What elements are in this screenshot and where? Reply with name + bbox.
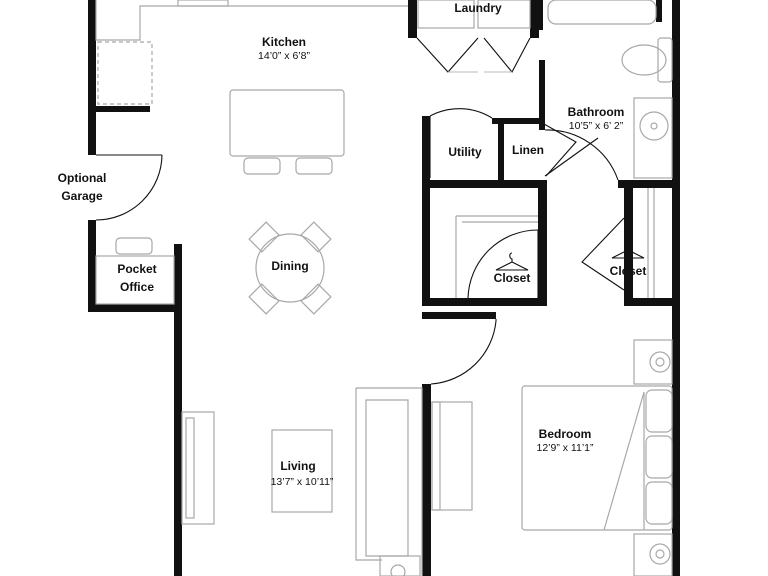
wall-closet-right-left (624, 180, 633, 304)
room-label-closet-right: Closet (610, 264, 647, 278)
wall-closet-left-right (538, 180, 547, 304)
wall-left-upper (88, 0, 96, 155)
room-label-living: Living (280, 459, 315, 473)
kitchen-island (229, 89, 345, 157)
wall-bath-left-top (537, 0, 543, 30)
room-size-living: 13’7” x 10’11” (271, 476, 334, 488)
wall-laundry-right (530, 0, 539, 38)
room-size-bedroom: 12’9” x 11’1” (536, 442, 594, 454)
dryer (477, 0, 531, 29)
washer (417, 0, 475, 29)
stool (295, 157, 333, 175)
wall-office-bottom (88, 304, 182, 312)
tv-console (181, 411, 215, 525)
kitchen-sink (177, 0, 229, 7)
wall-kitchen-counter-base (96, 106, 150, 112)
room-label-closet-left: Closet (494, 271, 531, 285)
room-label-pocket-office-line1: Pocket (117, 262, 156, 276)
room-label-optional-garage-line1: Optional (58, 171, 107, 185)
wall-bedroom-left (422, 384, 431, 576)
vanity (633, 97, 673, 179)
hanger-icon (611, 240, 645, 259)
wall-utility-linen-divider (498, 118, 504, 188)
walls (88, 0, 680, 576)
wall-closet-left-bottom (422, 298, 547, 306)
kitchen-range (97, 41, 153, 105)
wall-bedroom-top (422, 312, 496, 319)
coffee-table (271, 429, 333, 513)
wall-utility-left (422, 116, 430, 306)
dining-table (255, 233, 325, 303)
room-label-pocket-office-line2: Office (120, 280, 154, 294)
wall-utility-bottom (422, 180, 547, 188)
room-label-utility: Utility (448, 145, 482, 159)
wall-bath-left (539, 60, 545, 130)
room-label-dining: Dining (271, 259, 308, 273)
room-label-bathroom: Bathroom (568, 105, 625, 119)
bed (521, 385, 673, 531)
wall-bath-top-stub (656, 0, 662, 22)
wall-living-left (174, 244, 182, 576)
toilet (621, 44, 667, 76)
wall-closet-right-bottom (624, 298, 680, 306)
bath-sink (639, 111, 669, 141)
doors (95, 37, 625, 385)
room-label-kitchen: Kitchen (262, 35, 306, 49)
hanger-icon (495, 252, 529, 271)
wall-laundry-left (408, 0, 417, 38)
room-label-bedroom: Bedroom (539, 427, 592, 441)
kitchen-counter (95, 0, 408, 41)
office-chair (115, 237, 153, 255)
sofa (355, 387, 423, 576)
room-label-optional-garage-line2: Garage (61, 189, 103, 203)
wall-bath-bottom (618, 180, 680, 188)
stool (243, 157, 281, 175)
wall-linen-top (492, 118, 544, 124)
bathtub (547, 0, 657, 25)
wall-left-lower (88, 220, 96, 312)
room-label-laundry: Laundry (454, 1, 502, 15)
room-size-bathroom: 10’5” x 6’ 2” (569, 120, 624, 132)
nightstand (633, 533, 673, 576)
dresser (431, 401, 473, 511)
nightstand (633, 339, 673, 385)
fixtures (95, 0, 673, 576)
wall-right-outer (672, 0, 680, 576)
room-label-linen: Linen (512, 143, 544, 157)
office-desk (95, 255, 175, 305)
room-labels: Laundry Kitchen 14’0” x 6’8” Bathroom 10… (58, 1, 647, 488)
room-size-kitchen: 14’0” x 6’8” (258, 50, 310, 62)
